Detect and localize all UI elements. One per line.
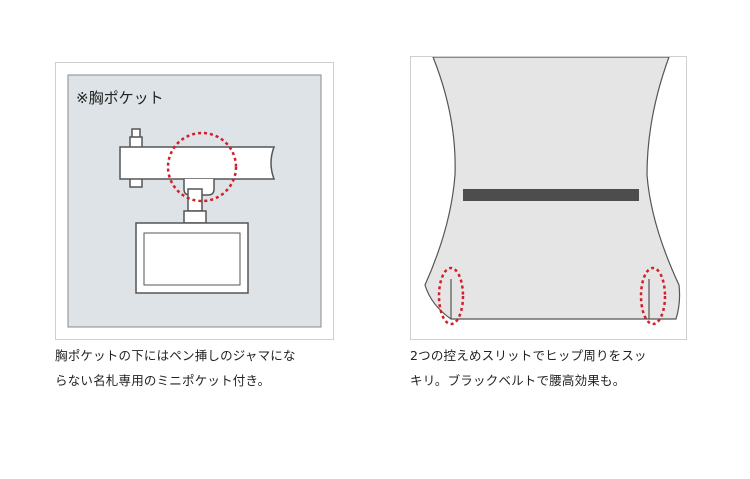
back-view-panel <box>410 56 687 340</box>
caption-line: 2つの控えめスリットでヒップ周りをスッ <box>410 348 647 363</box>
back-view-illustration <box>424 57 681 326</box>
chest-pocket-panel: ※胸ポケット <box>55 62 334 340</box>
chest-pocket-label: ※胸ポケット <box>76 89 164 107</box>
caption-line: 胸ポケットの下にはペン挿しのジャマにな <box>55 348 296 363</box>
belt-shape <box>463 189 639 201</box>
caption-line: らない名札専用のミニポケット付き。 <box>55 373 271 388</box>
chest-pocket-illustration <box>67 74 322 328</box>
chest-pocket-caption: 胸ポケットの下にはペン挿しのジャマにな らない名札専用のミニポケット付き。 <box>55 343 345 393</box>
back-view-caption: 2つの控えめスリットでヒップ周りをスッ キリ。ブラックベルトで腰高効果も。 <box>410 343 700 393</box>
caption-line: キリ。ブラックベルトで腰高効果も。 <box>410 373 626 388</box>
